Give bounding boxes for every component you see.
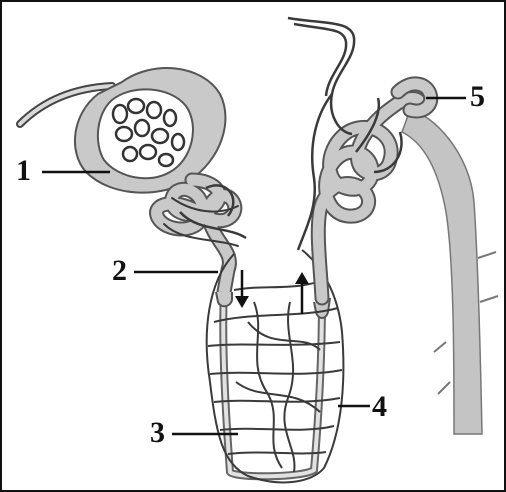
collecting-duct	[402, 110, 498, 434]
label-2: 2	[112, 256, 127, 286]
label-4: 4	[372, 392, 387, 422]
label-5: 5	[470, 82, 485, 112]
arrow-up-icon	[295, 272, 309, 314]
flow-arrows	[235, 270, 309, 314]
distal-convoluted-tubule	[318, 84, 430, 298]
label-3: 3	[150, 418, 165, 448]
proximal-convoluted-tubule	[157, 180, 238, 292]
loop-of-henle	[216, 292, 330, 476]
label-1: 1	[16, 156, 31, 186]
